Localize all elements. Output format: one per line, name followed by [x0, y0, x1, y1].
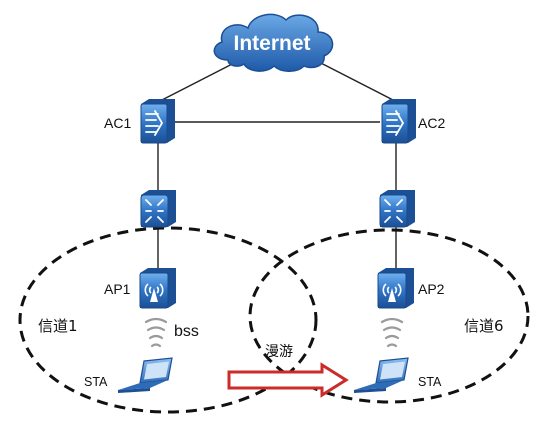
- ap1-access-point-icon: [139, 268, 176, 309]
- channel-left-label: 信道1: [38, 317, 78, 335]
- internet-cloud-icon: Internet: [213, 13, 334, 72]
- channel-right-label: 信道6: [464, 317, 504, 335]
- switch-right-icon: [379, 190, 415, 228]
- switch-left-icon: [140, 190, 176, 228]
- wifi-signal-left-icon: [144, 317, 168, 348]
- sta-right-label: STA: [418, 375, 442, 389]
- ap2-access-point-icon: [377, 268, 414, 309]
- ap1-label: AP1: [104, 281, 131, 297]
- laptop-right-icon: [354, 357, 409, 393]
- laptop-left-icon: [118, 357, 173, 393]
- coverage-area-left: [18, 226, 318, 414]
- internet-label: Internet: [233, 32, 310, 55]
- link-lines: [157, 59, 397, 268]
- sta-left-label: STA: [84, 375, 108, 389]
- ac1-label: AC1: [104, 115, 131, 131]
- coverage-area-right: [248, 228, 530, 404]
- ac1-controller-icon: [140, 99, 175, 144]
- ac2-label: AC2: [418, 115, 445, 131]
- roam-label: 漫游: [265, 344, 293, 360]
- roam-arrow-icon: [227, 362, 349, 398]
- ac2-controller-icon: [381, 99, 416, 144]
- bss-label: bss: [174, 323, 199, 340]
- ap2-label: AP2: [418, 281, 445, 297]
- wifi-signal-right-icon: [380, 317, 404, 348]
